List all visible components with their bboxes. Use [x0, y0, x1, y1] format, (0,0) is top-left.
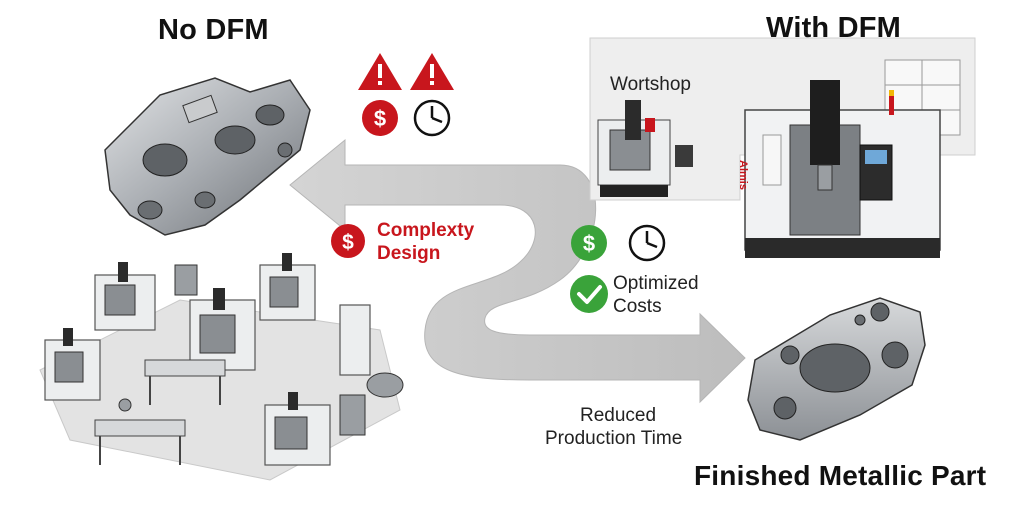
- svg-text:$: $: [342, 231, 354, 254]
- finished-metal-part: [747, 297, 926, 441]
- complex-cast-part: [104, 77, 311, 236]
- with-dfm-title: With DFM: [766, 12, 902, 44]
- check-icon: [570, 275, 608, 313]
- optimized-label-line-2: Costs: [613, 296, 662, 317]
- process-flow-arrow: [289, 138, 746, 404]
- reduced-label-line-2: Production Time: [545, 428, 683, 449]
- finished-part-title: Finished Metallic Part: [694, 460, 987, 491]
- warning-icon: [358, 53, 402, 90]
- clock-icon: [413, 99, 451, 137]
- workshop-label: Wortshop: [610, 74, 691, 95]
- dollar-icon: $: [331, 224, 365, 258]
- svg-text:$: $: [374, 106, 386, 131]
- svg-text:$: $: [583, 231, 595, 256]
- large-cnc-machine: [744, 80, 941, 258]
- dollar-icon: $: [362, 100, 398, 136]
- dollar-icon: $: [571, 225, 607, 261]
- reduced-label-line-1: Reduced: [580, 405, 657, 426]
- complexity-label-line-1: Complexty: [377, 220, 475, 241]
- clock-icon: [628, 224, 666, 262]
- warning-icon: [410, 53, 454, 90]
- machine-brand-label: Almis: [737, 160, 749, 190]
- optimized-label-line-1: Optimized: [613, 273, 699, 294]
- small-cnc-machine: [597, 100, 693, 197]
- no-dfm-title: No DFM: [158, 14, 269, 46]
- complexity-label-line-2: Design: [377, 243, 441, 264]
- cluttered-workshop: [39, 253, 404, 481]
